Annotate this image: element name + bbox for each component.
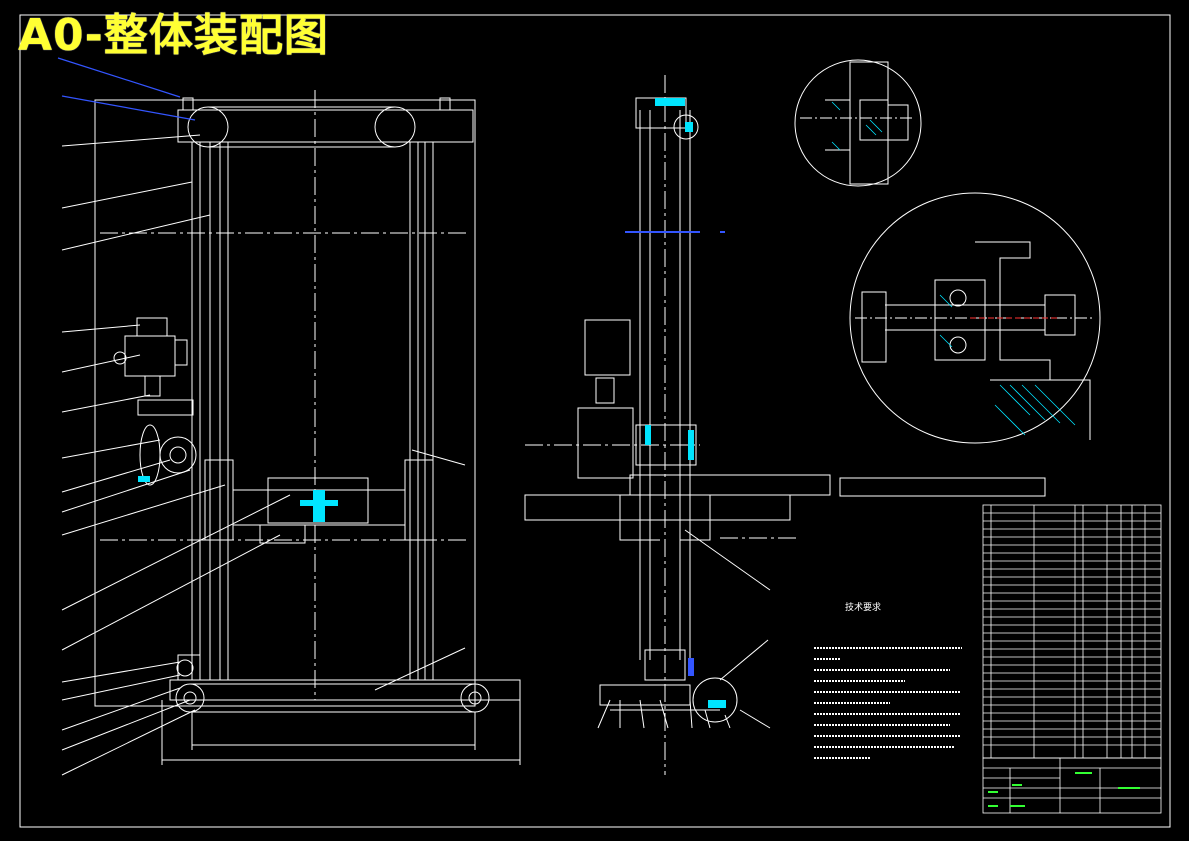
drawing-frame bbox=[19, 14, 1171, 828]
parts-list-table bbox=[982, 504, 1162, 759]
drawing-title: A0-整体装配图 bbox=[18, 10, 329, 61]
detail-view-bottom-hatch bbox=[939, 294, 1076, 436]
front-view-leaders-blue bbox=[57, 57, 196, 121]
side-view bbox=[524, 75, 1046, 775]
front-view bbox=[61, 90, 521, 776]
tech-requirements-body bbox=[814, 647, 962, 759]
tech-requirements-heading: 技术要求 bbox=[845, 603, 882, 613]
side-view-accents bbox=[625, 98, 726, 708]
title-block bbox=[982, 757, 1162, 814]
detail-view-top-hatch bbox=[831, 101, 883, 151]
front-view-accents bbox=[138, 476, 338, 522]
detail-view-top bbox=[794, 59, 922, 187]
title-block-green bbox=[988, 772, 1140, 807]
